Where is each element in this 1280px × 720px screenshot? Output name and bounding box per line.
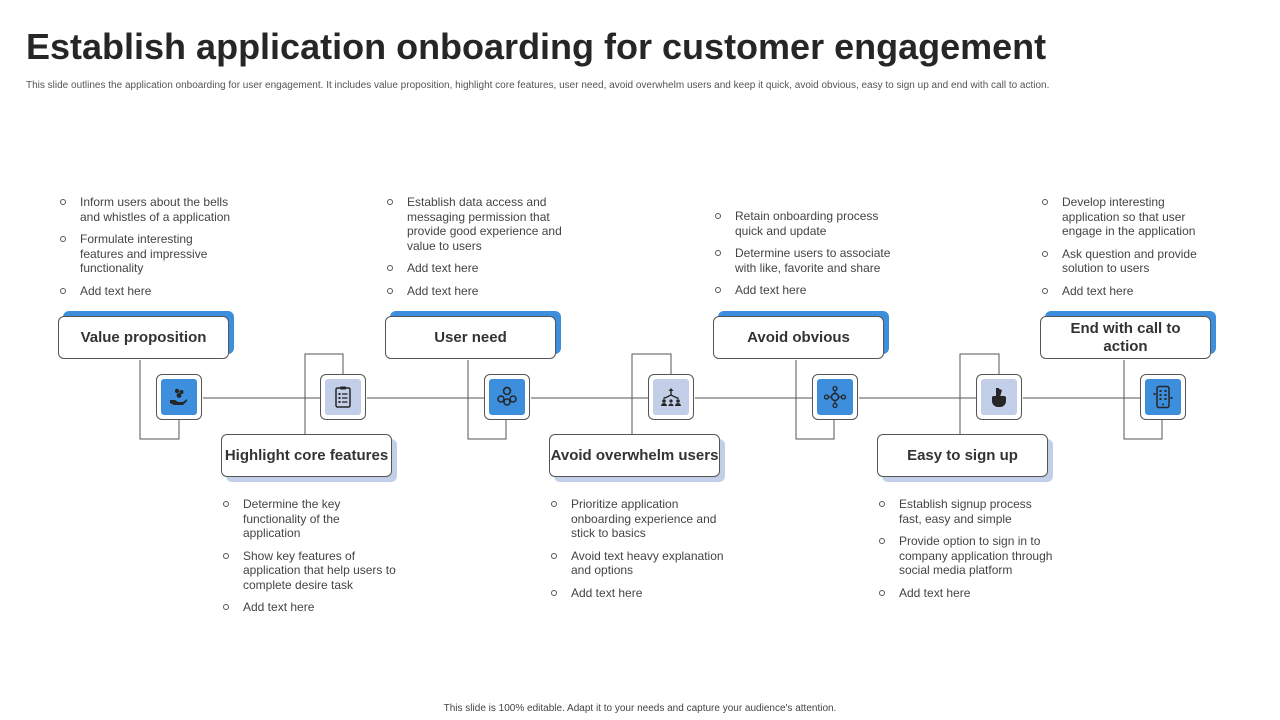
bullet-item: Add text here	[222, 600, 400, 615]
bullet-item: Avoid text heavy explanation and options	[550, 549, 728, 578]
bullet-item: Add text here	[386, 284, 564, 299]
user-need-label: User need	[385, 316, 556, 359]
page-subtitle: This slide outlines the application onbo…	[26, 80, 1050, 91]
avoid-overwhelm-users-bullets: Prioritize application onboarding experi…	[550, 497, 728, 608]
user-need-icon-frame	[484, 374, 530, 420]
call-to-action-label: End with call to action	[1040, 316, 1211, 359]
bullet-item: Add text here	[714, 283, 892, 298]
crossed-fingers-icon	[981, 379, 1017, 415]
highlight-core-features-label: Highlight core features	[221, 434, 392, 477]
bullet-item: Add text here	[550, 586, 728, 601]
checklist-icon	[325, 379, 361, 415]
network-dollar-icon	[817, 379, 853, 415]
bullet-item: Add text here	[59, 284, 237, 299]
avoid-obvious-icon-frame	[812, 374, 858, 420]
bullet-item: Provide option to sign in to company app…	[878, 534, 1056, 578]
highlight-core-features-icon-frame	[320, 374, 366, 420]
bullet-item: Inform users about the bells and whistle…	[59, 195, 237, 224]
value-proposition-label: Value proposition	[58, 316, 229, 359]
bullet-item: Prioritize application onboarding experi…	[550, 497, 728, 541]
call-to-action-bullets: Develop interesting application so that …	[1041, 195, 1219, 306]
easy-to-sign-up-bullets: Establish signup process fast, easy and …	[878, 497, 1056, 608]
bullet-item: Establish signup process fast, easy and …	[878, 497, 1056, 526]
footer-note: This slide is 100% editable. Adapt it to…	[443, 703, 837, 714]
hand-coins-icon	[161, 379, 197, 415]
bullet-item: Retain onboarding process quick and upda…	[714, 209, 892, 238]
bullet-item: Formulate interesting features and impre…	[59, 232, 237, 276]
bullet-item: Determine the key functionality of the a…	[222, 497, 400, 541]
user-need-bullets: Establish data access and messaging perm…	[386, 195, 564, 306]
call-to-action-icon-frame	[1140, 374, 1186, 420]
avoid-overwhelm-users-label: Avoid overwhelm users	[549, 434, 720, 477]
people-arrows-icon	[653, 379, 689, 415]
mobile-apps-icon	[1145, 379, 1181, 415]
avoid-obvious-bullets: Retain onboarding process quick and upda…	[714, 209, 892, 306]
easy-to-sign-up-label: Easy to sign up	[877, 434, 1048, 477]
page-title: Establish application onboarding for cus…	[26, 26, 1047, 67]
highlight-core-features-bullets: Determine the key functionality of the a…	[222, 497, 400, 623]
easy-to-sign-up-icon-frame	[976, 374, 1022, 420]
avoid-overwhelm-users-icon-frame	[648, 374, 694, 420]
users-group-icon	[489, 379, 525, 415]
value-proposition-icon-frame	[156, 374, 202, 420]
bullet-item: Establish data access and messaging perm…	[386, 195, 564, 253]
bullet-item: Add text here	[1041, 284, 1219, 299]
bullet-item: Add text here	[386, 261, 564, 276]
bullet-item: Develop interesting application so that …	[1041, 195, 1219, 239]
avoid-obvious-label: Avoid obvious	[713, 316, 884, 359]
bullet-item: Add text here	[878, 586, 1056, 601]
bullet-item: Show key features of application that he…	[222, 549, 400, 593]
value-proposition-bullets: Inform users about the bells and whistle…	[59, 195, 237, 306]
bullet-item: Determine users to associate with like, …	[714, 246, 892, 275]
bullet-item: Ask question and provide solution to use…	[1041, 247, 1219, 276]
